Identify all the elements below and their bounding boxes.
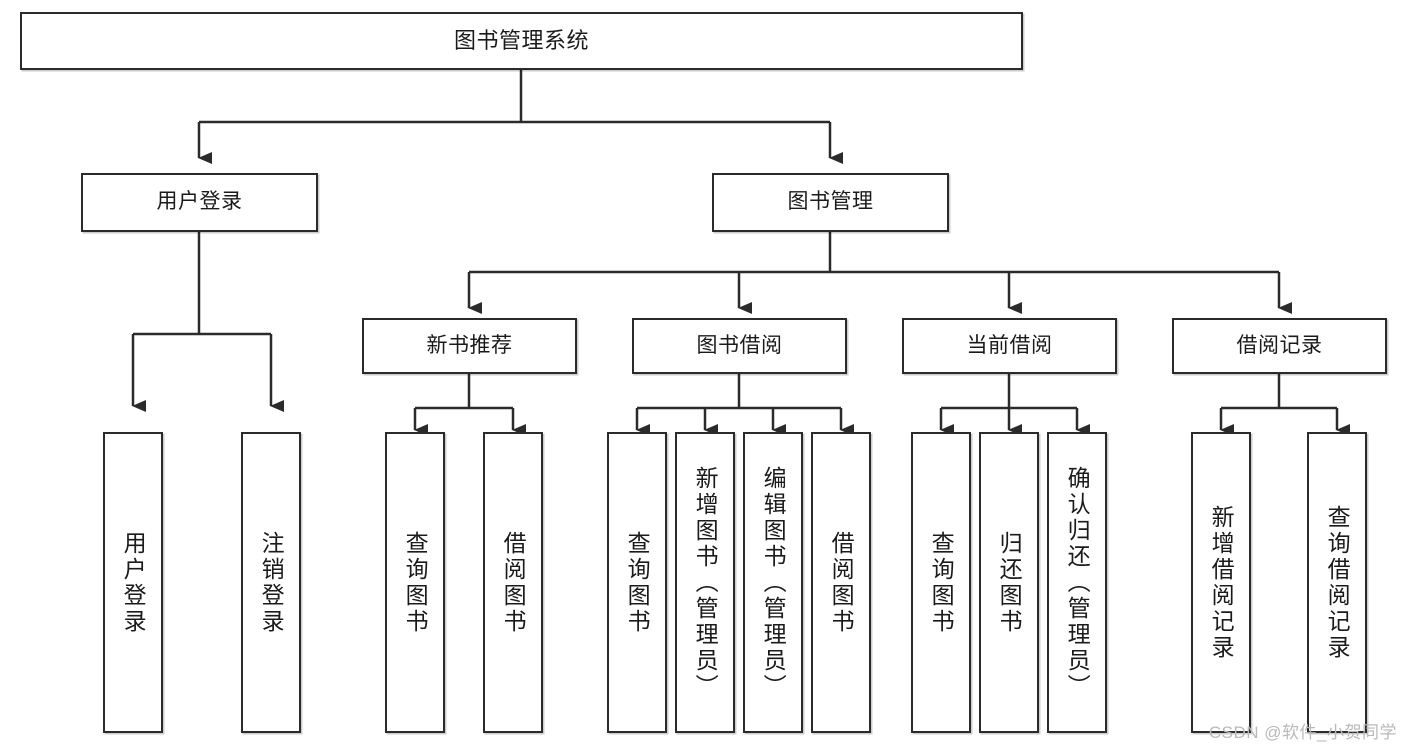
node-leaf-borrow-book-2-label: 借阅图书 bbox=[828, 530, 855, 635]
node-leaf-query-book-3-label: 查询图书 bbox=[928, 530, 955, 635]
node-leaf-logout-login-label: 注销登录 bbox=[258, 530, 285, 635]
node-current-borrow-label: 当前借阅 bbox=[966, 333, 1053, 357]
node-leaf-logout-login[interactable]: 注销登录 bbox=[241, 432, 301, 733]
node-leaf-add-book-label: 新增图书（管理员） bbox=[692, 465, 719, 700]
node-user-login[interactable]: 用户登录 bbox=[81, 173, 318, 232]
node-book-borrow-label: 图书借阅 bbox=[696, 333, 783, 357]
node-new-book-recommend[interactable]: 新书推荐 bbox=[362, 318, 577, 374]
node-user-login-label: 用户登录 bbox=[156, 190, 243, 214]
node-new-book-recommend-label: 新书推荐 bbox=[426, 333, 513, 357]
node-leaf-query-record-label: 查询借阅记录 bbox=[1324, 504, 1351, 661]
node-leaf-confirm-return-label: 确认归还（管理员） bbox=[1064, 465, 1091, 700]
node-leaf-borrow-book-2[interactable]: 借阅图书 bbox=[811, 432, 871, 733]
node-leaf-edit-book-label: 编辑图书（管理员） bbox=[760, 465, 787, 700]
node-leaf-query-record[interactable]: 查询借阅记录 bbox=[1307, 432, 1367, 733]
node-leaf-query-book-1[interactable]: 查询图书 bbox=[385, 432, 445, 733]
node-book-borrow[interactable]: 图书借阅 bbox=[632, 318, 847, 374]
node-leaf-user-login[interactable]: 用户登录 bbox=[103, 432, 163, 733]
node-book-manage-label: 图书管理 bbox=[787, 190, 874, 214]
node-leaf-confirm-return[interactable]: 确认归还（管理员） bbox=[1047, 432, 1107, 733]
node-leaf-return-book-label: 归还图书 bbox=[996, 530, 1023, 635]
node-leaf-return-book[interactable]: 归还图书 bbox=[979, 432, 1039, 733]
node-borrow-record[interactable]: 借阅记录 bbox=[1172, 318, 1387, 374]
node-leaf-query-book-1-label: 查询图书 bbox=[402, 530, 429, 635]
node-leaf-query-book-3[interactable]: 查询图书 bbox=[911, 432, 971, 733]
node-leaf-query-book-2[interactable]: 查询图书 bbox=[607, 432, 667, 733]
node-leaf-query-book-2-label: 查询图书 bbox=[624, 530, 651, 635]
node-current-borrow[interactable]: 当前借阅 bbox=[902, 318, 1117, 374]
node-leaf-add-record-label: 新增借阅记录 bbox=[1208, 504, 1235, 661]
node-leaf-add-book[interactable]: 新增图书（管理员） bbox=[675, 432, 735, 733]
node-leaf-borrow-book-1-label: 借阅图书 bbox=[500, 530, 527, 635]
node-leaf-add-record[interactable]: 新增借阅记录 bbox=[1191, 432, 1251, 733]
node-root-label: 图书管理系统 bbox=[453, 28, 589, 54]
node-borrow-record-label: 借阅记录 bbox=[1236, 333, 1323, 357]
node-leaf-edit-book[interactable]: 编辑图书（管理员） bbox=[743, 432, 803, 733]
node-leaf-user-login-label: 用户登录 bbox=[120, 530, 147, 635]
node-leaf-borrow-book-1[interactable]: 借阅图书 bbox=[483, 432, 543, 733]
node-root[interactable]: 图书管理系统 bbox=[20, 12, 1023, 70]
node-book-manage[interactable]: 图书管理 bbox=[712, 173, 949, 232]
